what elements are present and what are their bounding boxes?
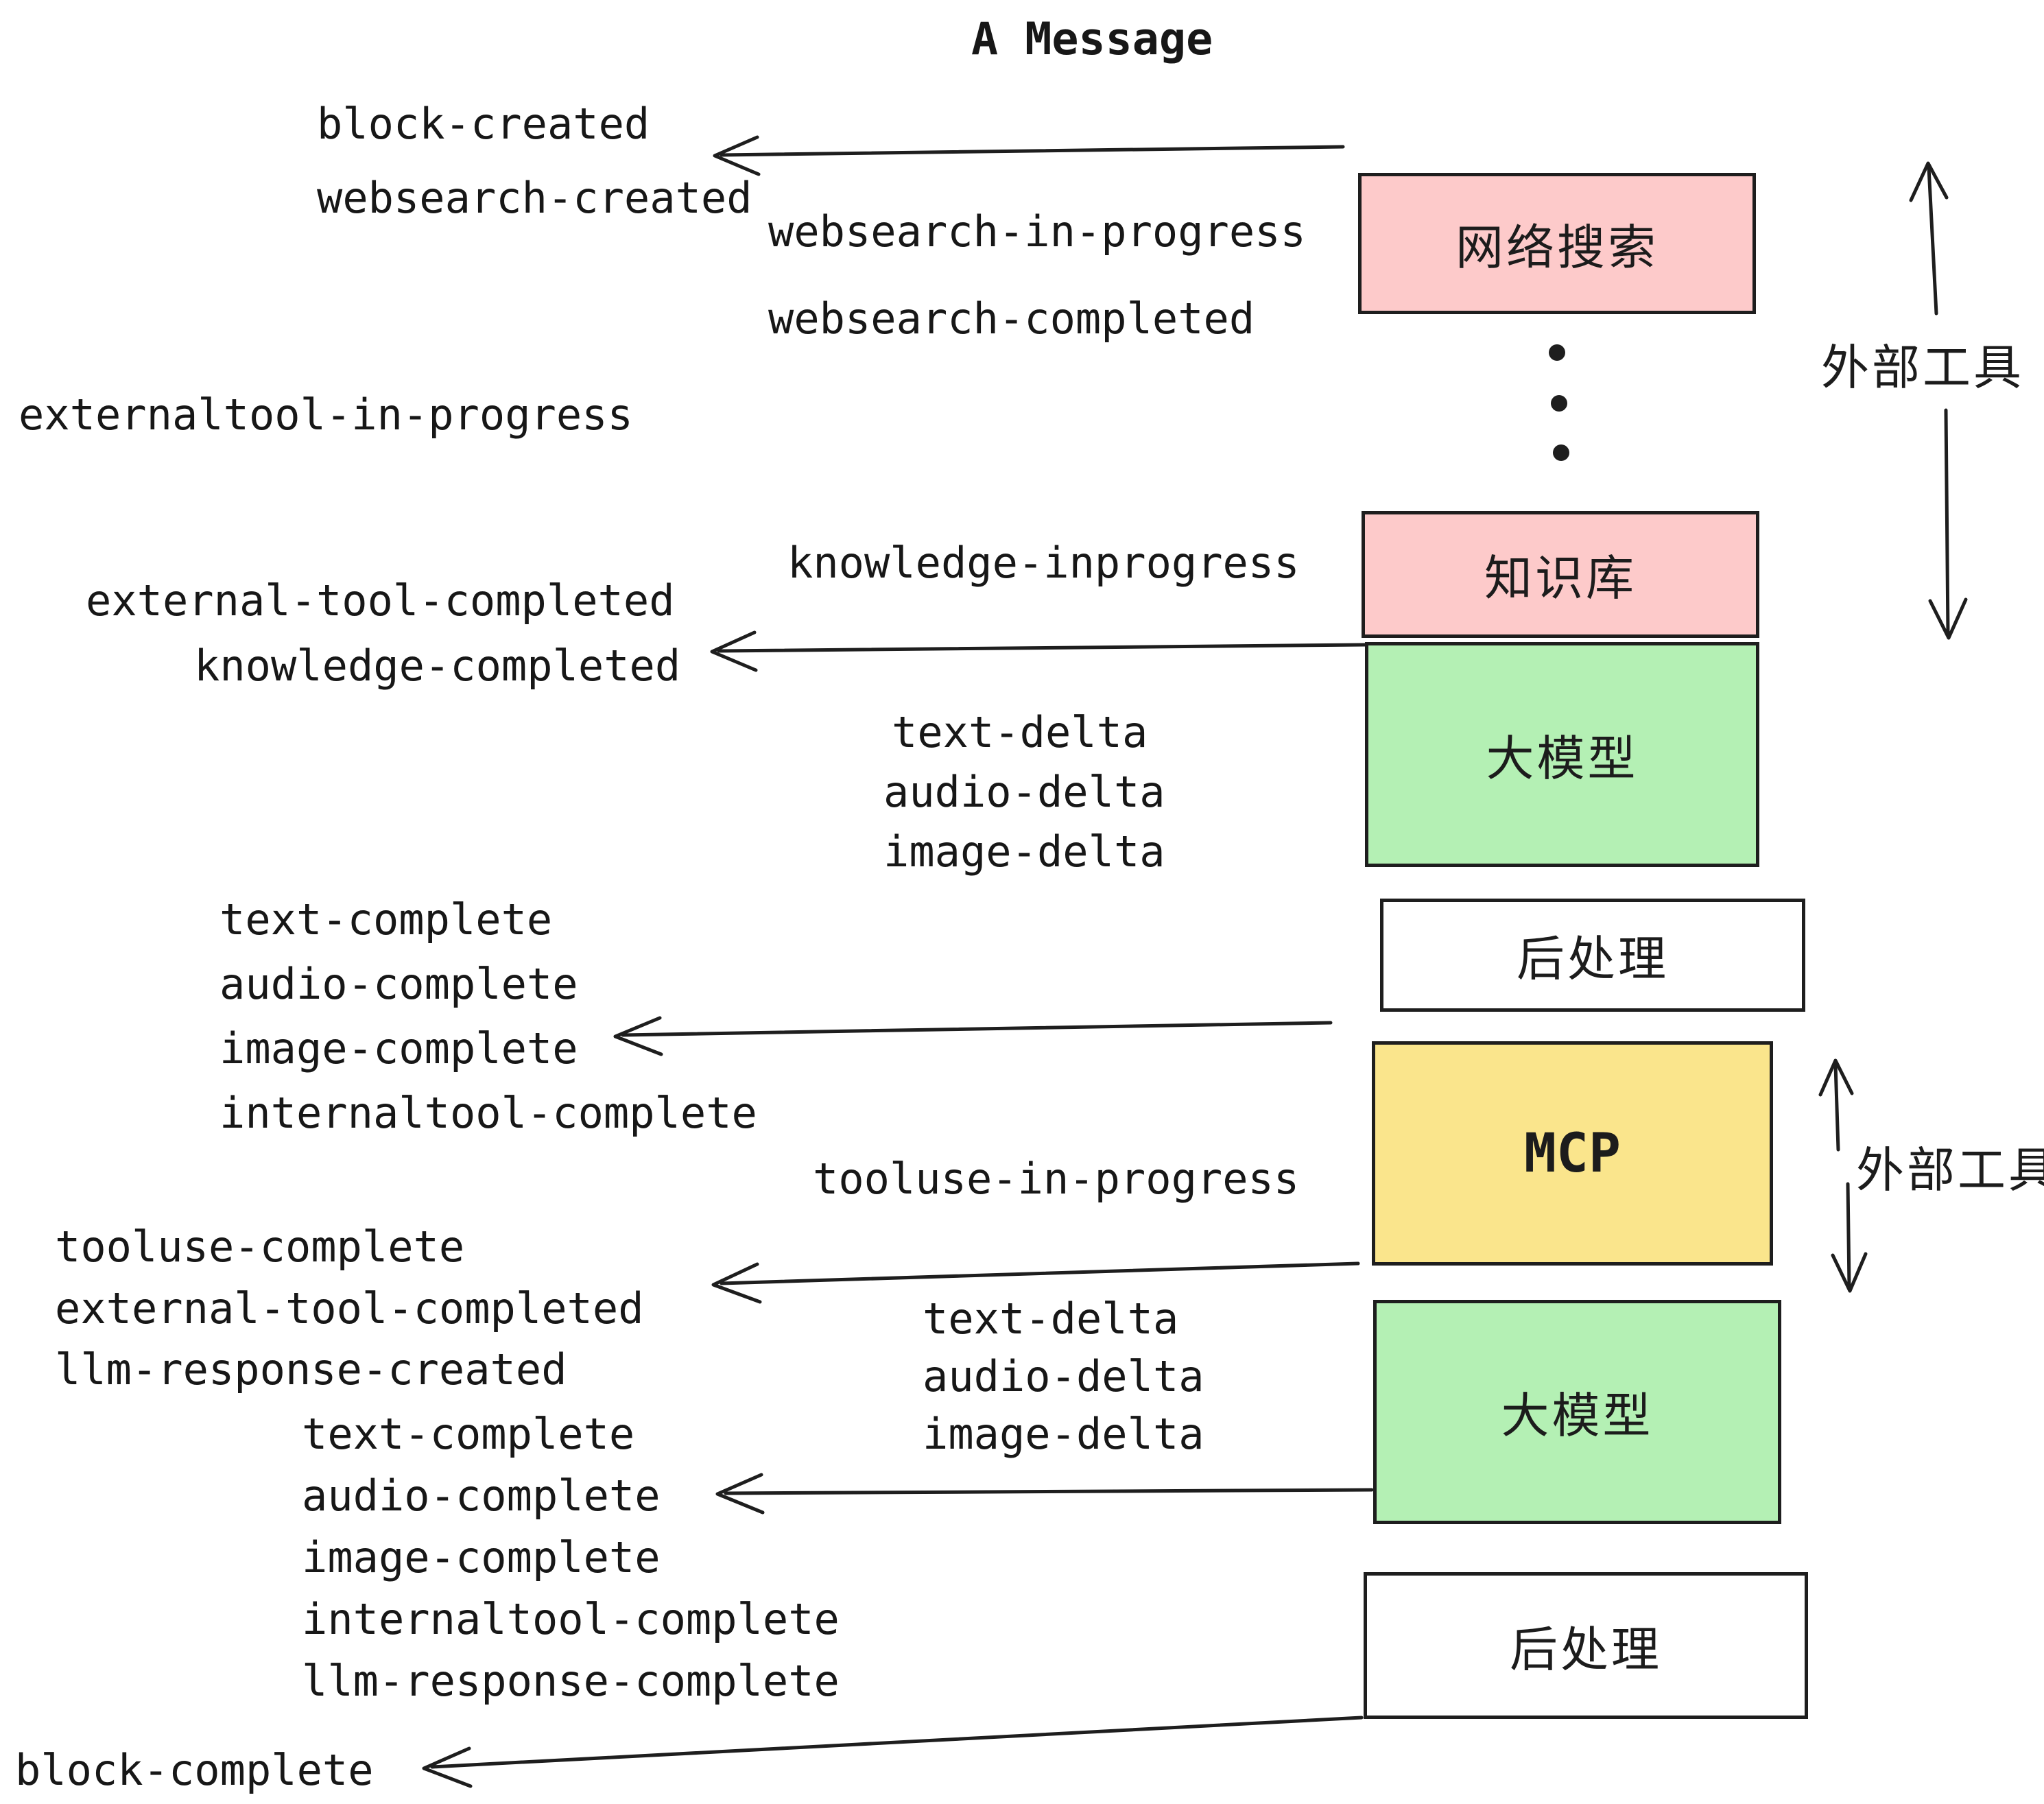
- node-websearch: 网络搜索: [1358, 173, 1756, 314]
- diagram-title: A Message: [971, 14, 1213, 65]
- event-label-knowledge-completed: knowledge-completed: [194, 641, 681, 691]
- event-label-text-complete: text-complete: [302, 1409, 635, 1459]
- event-label-websearch-completed: websearch-completed: [768, 294, 1255, 344]
- event-label-external-tool-completed: external-tool-completed: [55, 1283, 644, 1333]
- external-tools-label-mcp: 外部工具: [1856, 1143, 2044, 1197]
- event-label-websearch-created: websearch-created: [317, 173, 752, 223]
- event-label-external-tool-completed: external-tool-completed: [86, 575, 675, 626]
- external-tools-up-arrow-mcp: [1818, 1058, 1854, 1152]
- arrow-to-knowledge-completed: [710, 630, 1367, 672]
- event-label-audio-complete: audio-complete: [219, 959, 578, 1009]
- event-label-websearch-in-progress: websearch-in-progress: [768, 206, 1306, 257]
- event-label-text-delta: text-delta: [923, 1294, 1179, 1344]
- node-llm-2: 大模型: [1373, 1300, 1781, 1524]
- event-label-internaltool-complete: internaltool-complete: [302, 1594, 840, 1644]
- arrow-to-block-complete: [422, 1716, 1364, 1788]
- event-label-image-delta: image-delta: [923, 1409, 1204, 1459]
- event-label-audio-delta: audio-delta: [883, 767, 1165, 817]
- arrow-to-block-created: [713, 135, 1345, 176]
- node-mcp-label: MCP: [1524, 1122, 1621, 1185]
- event-label-image-delta: image-delta: [883, 827, 1165, 877]
- arrow-to-audio-complete: [715, 1473, 1374, 1515]
- node-post-processing-1: 后处理: [1380, 899, 1805, 1012]
- event-label-audio-delta: audio-delta: [923, 1351, 1204, 1401]
- event-label-text-complete: text-complete: [219, 894, 553, 945]
- node-llm-1-label: 大模型: [1486, 731, 1639, 785]
- external-tools-label-top: 外部工具: [1821, 341, 2024, 394]
- external-tools-down-arrow-top: [1928, 408, 1968, 640]
- node-knowledge-base: 知识库: [1362, 511, 1759, 638]
- node-post-processing-2: 后处理: [1364, 1572, 1808, 1719]
- event-label-text-delta: text-delta: [892, 707, 1148, 757]
- event-label-audio-complete: audio-complete: [302, 1471, 661, 1521]
- event-label-image-complete: image-complete: [302, 1532, 661, 1582]
- node-llm-1: 大模型: [1365, 642, 1759, 867]
- node-post-processing-2-label: 后处理: [1510, 1622, 1662, 1676]
- event-label-llm-response-created: llm-response-created: [55, 1344, 567, 1394]
- node-llm-2-label: 大模型: [1501, 1389, 1654, 1443]
- node-post-processing-1-label: 后处理: [1517, 932, 1669, 986]
- event-label-image-complete: image-complete: [219, 1023, 578, 1073]
- event-label-llm-response-complete: llm-response-complete: [302, 1656, 840, 1706]
- event-label-tooluse-in-progress: tooluse-in-progress: [813, 1154, 1300, 1204]
- arrow-to-image-complete: [613, 1016, 1333, 1056]
- vertical-ellipsis-icon: [1549, 344, 1569, 461]
- node-knowledge-base-label: 知识库: [1484, 551, 1637, 605]
- event-label-block-complete: block-complete: [15, 1745, 374, 1795]
- external-tools-up-arrow-top: [1909, 161, 1949, 316]
- node-mcp: MCP: [1372, 1041, 1773, 1266]
- event-label-externaltool-in-progress: externaltool-in-progress: [19, 390, 633, 440]
- event-label-tooluse-complete: tooluse-complete: [55, 1222, 465, 1272]
- event-label-internaltool-complete: internaltool-complete: [219, 1088, 757, 1138]
- event-label-knowledge-inprogress: knowledge-inprogress: [787, 538, 1300, 588]
- node-websearch-label: 网络搜索: [1455, 220, 1659, 274]
- event-label-block-created: block-created: [317, 99, 650, 149]
